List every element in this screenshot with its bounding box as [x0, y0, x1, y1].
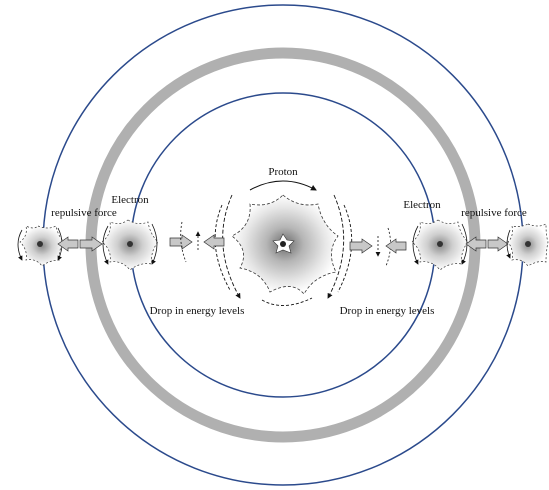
label-repulsive-right: repulsive force — [461, 207, 527, 219]
proton — [214, 180, 353, 306]
proton-arc-left-2 — [214, 204, 231, 291]
proton-rotation-arrow — [249, 180, 317, 191]
electron-left-arrow-r — [151, 223, 158, 265]
electron-right-core — [437, 241, 443, 247]
repulsive-arrows-left — [57, 236, 103, 252]
energy-arrows-left — [169, 221, 225, 263]
electron-far-right-core — [525, 241, 531, 247]
label-drop-left: Drop in energy levels — [150, 305, 245, 317]
electron-right — [411, 219, 469, 271]
block-arrow-right-pointing-r — [487, 236, 509, 252]
label-electron-right: Electron — [403, 199, 441, 211]
proton-arc-left — [222, 194, 241, 299]
electron-far-right — [506, 223, 549, 267]
electron-right-arrow-l — [412, 225, 419, 265]
electron-far-left-arrow-l — [17, 229, 23, 261]
proton-arc-bottom — [261, 297, 313, 306]
electron-left — [101, 219, 159, 271]
proton-center — [280, 241, 286, 247]
block-arrow-right-pointing — [79, 236, 103, 252]
block-arrow-from-proton-left — [203, 234, 225, 250]
electron-far-left — [17, 225, 65, 267]
label-drop-right: Drop in energy levels — [340, 305, 435, 317]
energy-arrows-right — [349, 227, 407, 267]
electron-far-right-arrow-l — [506, 229, 511, 259]
block-arrow-left-pointing-r — [465, 236, 487, 252]
repulsive-arrows-right — [465, 236, 509, 252]
block-arrow-left-pointing — [57, 236, 79, 252]
block-arrow-from-proton-right — [349, 238, 373, 254]
tick-arc-left — [180, 221, 187, 263]
block-arrow-to-proton-right — [385, 238, 407, 254]
label-proton: Proton — [268, 166, 298, 178]
electron-left-core — [127, 241, 133, 247]
electron-far-left-core — [37, 241, 43, 247]
label-repulsive-left: repulsive force — [51, 207, 117, 219]
electron-left-arrow-l — [102, 225, 109, 265]
label-electron-left: Electron — [111, 194, 149, 206]
